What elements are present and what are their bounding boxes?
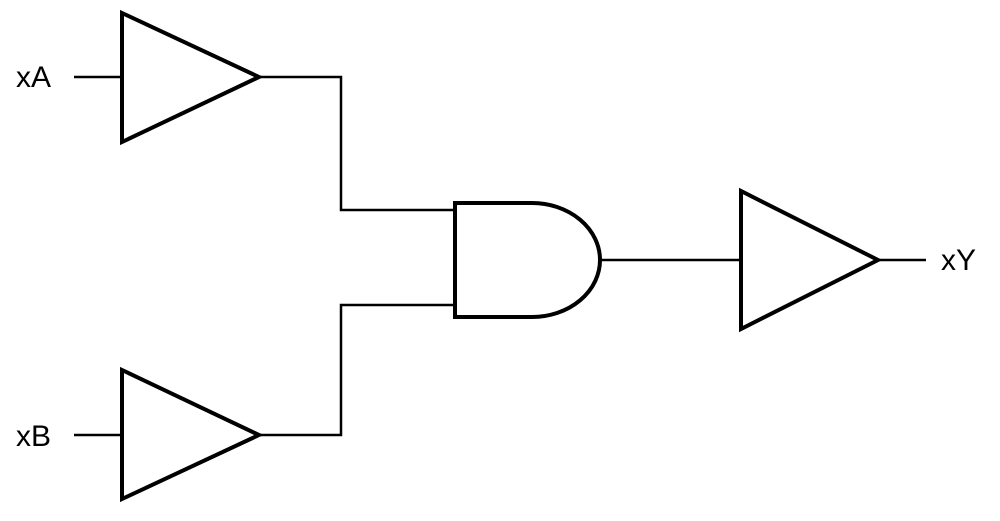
output-label-xy: xY: [941, 244, 976, 277]
input-label-xa: xA: [16, 61, 51, 94]
output-buffer-gate: [739, 187, 883, 333]
wire-buffer-b-to-and: [259, 303, 455, 437]
and-gate: [453, 201, 602, 319]
buffer-gate-xb: [120, 366, 264, 503]
wire-buffer-a-to-and: [259, 75, 455, 212]
input-label-xb: xB: [16, 420, 51, 453]
buffer-gate-xa: [120, 9, 264, 146]
